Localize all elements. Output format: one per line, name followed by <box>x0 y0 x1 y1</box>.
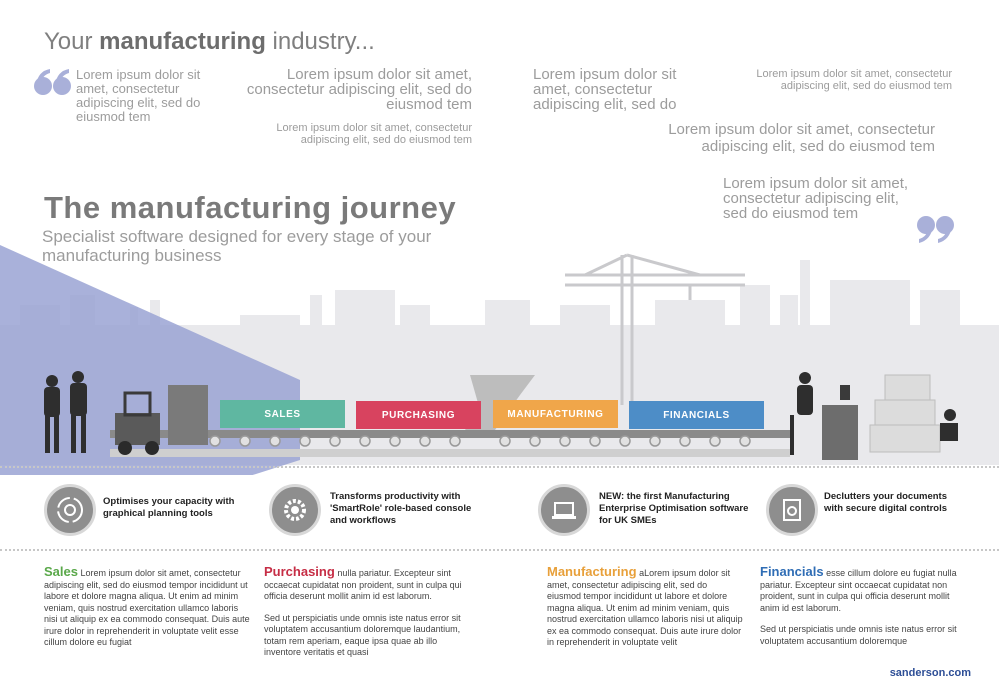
laptop-icon <box>552 502 576 519</box>
footer-site-link[interactable]: sanderson.com <box>889 667 971 679</box>
column-purchasing: Purchasing nulla pariatur. Excepteur sin… <box>264 564 462 657</box>
quote-7: Lorem ipsum dolor sit amet, consectetur … <box>723 175 909 222</box>
conveyor-belt <box>110 430 790 438</box>
divider-top <box>0 466 999 468</box>
column-sales: Sales Lorem ipsum dolor sit amet, consec… <box>44 564 250 647</box>
quote-6: Lorem ipsum dolor sit amet, consectetur … <box>668 121 935 155</box>
column-manufacturing: Manufacturing aLorem ipsum dolor sit ame… <box>547 564 743 647</box>
column-title-financials: Financials <box>760 564 824 579</box>
feature-2-badge <box>269 484 321 536</box>
conveyor-base <box>110 449 790 457</box>
stage-sales[interactable]: SALES <box>220 400 345 428</box>
close-quote-icon <box>917 216 954 243</box>
factory-illustration <box>0 245 999 475</box>
people-silhouettes <box>44 371 87 453</box>
divider-bottom <box>0 549 999 551</box>
feature-1-badge <box>44 484 96 536</box>
column-title-sales: Sales <box>44 564 78 579</box>
feature-3-text: NEW: the first Manufacturing Enterprise … <box>599 491 749 526</box>
stage-manufacturing[interactable]: MANUFACTURING <box>493 400 618 428</box>
feature-4-badge <box>766 484 818 536</box>
column-title-manufacturing: Manufacturing <box>547 564 637 579</box>
feature-4-text: Declutters your documents with secure di… <box>824 491 947 514</box>
conveyor-rollers <box>209 435 751 447</box>
quote-3: Lorem ipsum dolor sit amet, consectetur … <box>276 122 472 146</box>
office-worker <box>790 372 858 460</box>
header-bold: manufacturing <box>99 28 266 55</box>
column-title-purchasing: Purchasing <box>264 564 335 579</box>
column-financials: Financials esse cillum dolore eu fugiat … <box>760 564 957 646</box>
quote-2: Lorem ipsum dolor sit amet, consectetur … <box>246 66 472 113</box>
crane <box>565 253 745 405</box>
quote-4: Lorem ipsum dolor sit amet, consectetur … <box>533 66 677 113</box>
open-quote-icon <box>34 69 71 95</box>
feature-2-text: Transforms productivity with 'SmartRole'… <box>330 491 472 526</box>
quote-5: Lorem ipsum dolor sit amet, consectetur … <box>756 68 952 92</box>
journey-title: The manufacturing journey <box>44 190 457 225</box>
stage-purchasing[interactable]: PURCHASING <box>356 401 481 429</box>
forklift <box>115 385 208 455</box>
feature-3-badge <box>538 484 590 536</box>
stage-financials[interactable]: FINANCIALS <box>629 401 764 429</box>
gear-cycle-icon <box>57 497 83 523</box>
header-title: Your manufacturing industry... <box>44 28 375 55</box>
stacked-boxes <box>869 374 941 453</box>
quote-1: Lorem ipsum dolor sit amet, consectetur … <box>76 67 201 124</box>
journey-subtitle: Specialist software designed for every s… <box>42 227 432 265</box>
gear-icon <box>284 499 306 521</box>
feature-1-text: Optimises your capacity with graphical p… <box>103 496 235 519</box>
seated-person <box>944 409 956 421</box>
document-gear-icon <box>783 499 801 521</box>
